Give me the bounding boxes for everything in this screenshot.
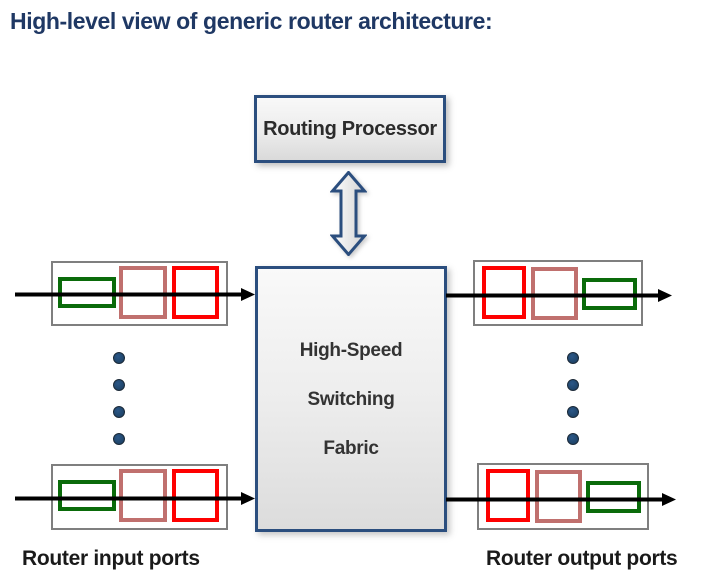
packet-rect-red xyxy=(482,266,526,319)
packet-rect-rose xyxy=(535,470,582,523)
switching-fabric-box: High-Speed Switching Fabric xyxy=(255,266,447,532)
dot-icon xyxy=(113,433,125,445)
input-ellipsis-dots xyxy=(113,352,125,445)
dot-icon xyxy=(567,406,579,418)
dot-icon xyxy=(113,352,125,364)
page-title: High-level view of generic router archit… xyxy=(10,8,493,34)
packet-rect-rose xyxy=(119,469,167,522)
dot-icon xyxy=(567,379,579,391)
output-ellipsis-dots xyxy=(567,352,579,445)
switching-fabric-line: High-Speed xyxy=(299,339,403,361)
routing-processor-box: Routing Processor xyxy=(254,95,446,163)
dot-icon xyxy=(113,379,125,391)
packet-rect-green xyxy=(586,481,641,513)
switching-fabric-line: Switching xyxy=(307,388,395,410)
dot-icon xyxy=(567,433,579,445)
dot-icon xyxy=(567,352,579,364)
input-flow-arrow-icon xyxy=(15,492,255,505)
input-ports-label: Router input ports xyxy=(22,547,200,570)
output-port-box-bottom xyxy=(477,463,649,530)
packet-rect-red xyxy=(486,469,530,522)
bidirectional-arrow-icon xyxy=(330,171,367,256)
packet-rect-red xyxy=(172,469,219,522)
packet-rect-green xyxy=(58,480,116,511)
output-flow-arrow-icon xyxy=(446,493,676,506)
output-flow-arrow-icon xyxy=(446,289,672,302)
dot-icon xyxy=(113,406,125,418)
switching-fabric-line: Fabric xyxy=(323,437,379,459)
output-ports-label: Router output ports xyxy=(486,547,678,570)
input-flow-arrow-icon xyxy=(15,288,255,301)
routing-processor-label: Routing Processor xyxy=(263,117,437,140)
